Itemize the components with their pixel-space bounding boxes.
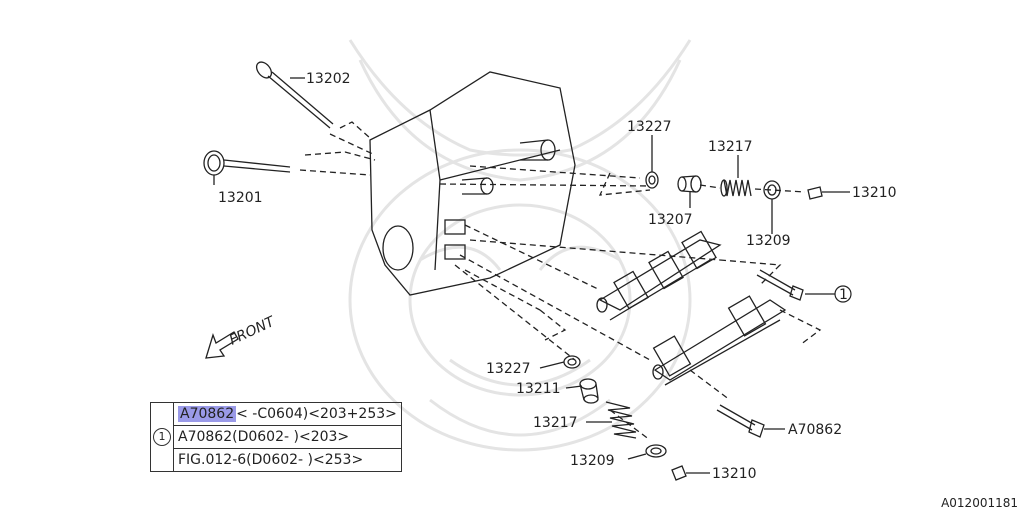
- legend-cell: A70862(D0602- )<203>: [173, 425, 402, 449]
- part-label-13217-lower[interactable]: 13217: [533, 415, 578, 431]
- valve-spring-upper: [720, 179, 752, 197]
- dashed-leaders: [299, 121, 822, 441]
- rocker-shaft-lower: [652, 295, 787, 386]
- valve-stem-seal-lower: [563, 355, 581, 369]
- front-arrow-icon: [205, 331, 239, 359]
- legend-rest: (D0602- )<253>: [246, 452, 364, 468]
- lash-adjuster: [677, 175, 702, 193]
- ref-circle-icon: 1: [153, 428, 171, 446]
- legend-part-link[interactable]: A70862: [178, 406, 237, 422]
- legend-rest: < -C0604)<203+253>: [236, 406, 397, 422]
- drawing-lines: [203, 61, 850, 481]
- bolt-a70862: [716, 404, 785, 438]
- part-label-a70862[interactable]: A70862: [788, 422, 842, 438]
- figure-id: A012001181: [941, 496, 1018, 510]
- part-label-13227-upper[interactable]: 13227: [627, 119, 672, 135]
- part-label-13207[interactable]: 13207: [648, 212, 693, 228]
- legend-marker: 1: [150, 402, 174, 472]
- part-label-13201[interactable]: 13201: [218, 190, 263, 206]
- intake-valve: [203, 150, 291, 176]
- valve-stem-seal-upper: [645, 171, 659, 189]
- legend-part-link[interactable]: FIG.012-6: [178, 452, 247, 468]
- legend-table: 1 A70862< -C0604)<203+253> A70862(D0602-…: [150, 402, 402, 472]
- part-label-13217-upper[interactable]: 13217: [708, 139, 753, 155]
- spring-retainer-upper: [763, 180, 781, 230]
- valve-keeper-lower: [671, 465, 710, 481]
- part-label-13211[interactable]: 13211: [516, 381, 561, 397]
- legend-row: A70862(D0602- )<203>: [151, 425, 402, 449]
- rocker-shaft-upper: [596, 230, 722, 321]
- part-label-13210-upper[interactable]: 13210: [852, 185, 897, 201]
- legend-rest: (D0602- )<203>: [232, 429, 350, 445]
- ref-circle-icon: [834, 285, 852, 303]
- bolt-ref-1: [756, 269, 835, 301]
- legend-row: 1 A70862< -C0604)<203+253>: [150, 402, 402, 472]
- valve-spring-lower: [605, 401, 637, 439]
- lash-adjuster-lower: [579, 378, 599, 404]
- legend-part-link[interactable]: A70862: [178, 429, 233, 445]
- part-label-13209-lower[interactable]: 13209: [570, 453, 615, 469]
- part-label-13202[interactable]: 13202: [306, 71, 351, 87]
- part-label-13227-lower[interactable]: 13227: [486, 361, 531, 377]
- legend-cell: A70862< -C0604)<203+253>: [173, 402, 402, 426]
- ref-marker-label: 1: [839, 287, 848, 303]
- legend-row: FIG.012-6(D0602- )<253>: [151, 448, 402, 472]
- legend-cell: FIG.012-6(D0602- )<253>: [173, 448, 402, 472]
- spring-retainer-lower: [645, 444, 667, 458]
- exhaust-valve: [255, 61, 334, 129]
- part-label-13209-upper[interactable]: 13209: [746, 233, 791, 249]
- cylinder-head: [369, 71, 576, 296]
- part-label-13210-lower[interactable]: 13210: [712, 466, 757, 482]
- front-label: FRONT: [227, 313, 278, 348]
- label-leaders: [213, 77, 773, 460]
- valve-keeper-upper: [807, 186, 850, 200]
